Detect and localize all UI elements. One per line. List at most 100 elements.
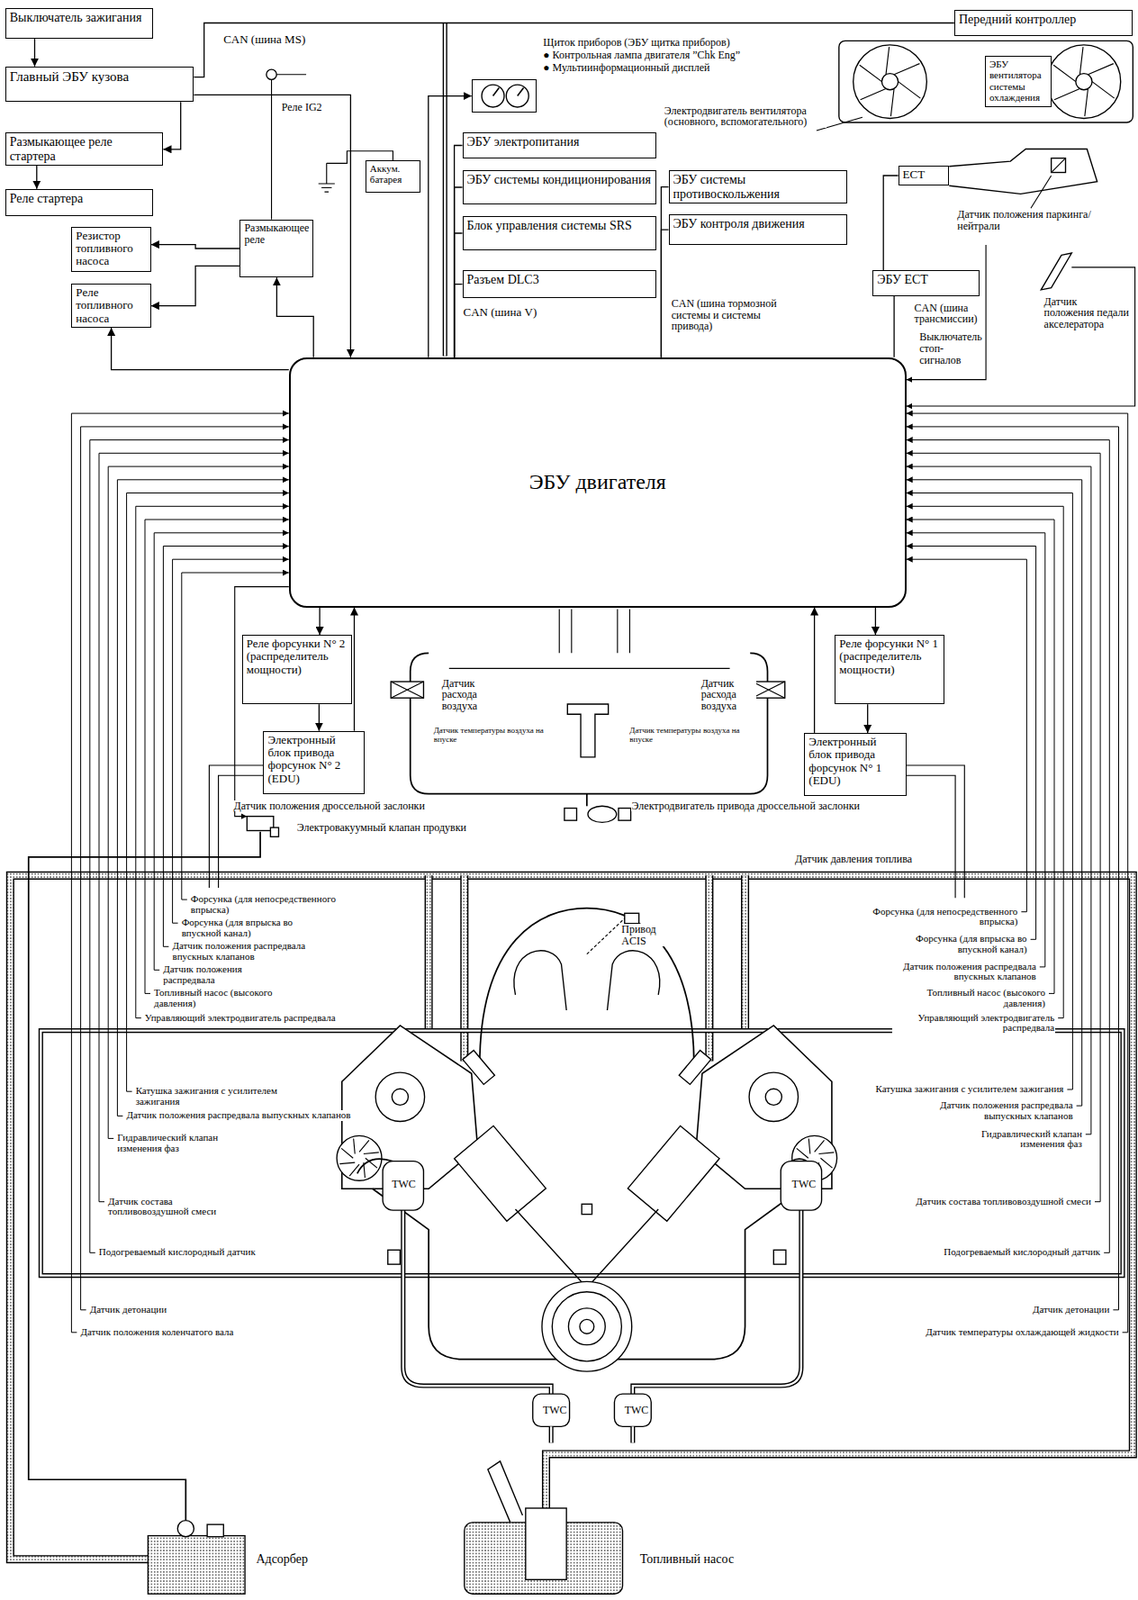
node-text: Размыкающее реле стартера xyxy=(9,135,160,163)
catalyst xyxy=(614,1393,651,1427)
throttle-motor xyxy=(618,808,632,822)
node-text: ЭБУ вентилятора системы охлаждения xyxy=(989,58,1048,102)
part-label: Датчик положения распредвала выпускных к… xyxy=(900,1100,1075,1121)
wire xyxy=(270,79,272,219)
drawing-line xyxy=(586,794,588,807)
label: TWC xyxy=(623,1404,651,1417)
part-label: Датчик положения распредвала xyxy=(162,964,275,985)
connector xyxy=(111,327,290,371)
instrument-cluster: Щиток приборов (ЭБУ щитка приборов)● Кон… xyxy=(471,79,538,112)
engine-block xyxy=(372,1188,802,1359)
piston xyxy=(627,1125,720,1221)
node-text: ЭБУ системы кондиционирования xyxy=(467,172,652,187)
gauge xyxy=(481,84,505,108)
gauge-needle xyxy=(493,87,500,96)
connector xyxy=(193,94,351,357)
part-label: Датчик положения распредвала выпускных к… xyxy=(125,1110,355,1121)
ground-symbol xyxy=(318,162,335,192)
label: Датчик температуры воздуха на впуске xyxy=(628,726,750,744)
throttle-sensor xyxy=(564,808,578,822)
relay-box: Реле топливного насоса xyxy=(71,283,151,328)
leader-line xyxy=(1030,175,1052,208)
drawing-line xyxy=(449,668,731,669)
connector-box: Разъем DLC3 xyxy=(462,270,657,299)
part-label: Датчик положения распредвала впускных кл… xyxy=(868,961,1038,983)
piston xyxy=(454,1125,547,1221)
signal-wire xyxy=(906,244,986,380)
node-text: Выключатель зажигания xyxy=(9,10,149,25)
connector xyxy=(660,229,669,358)
signal-wire xyxy=(559,609,630,654)
ecu-box: ЭБУ системы противоскольжения xyxy=(668,170,848,204)
connector xyxy=(867,704,868,733)
vvt-blade xyxy=(339,1138,380,1178)
fuel-pipe xyxy=(741,875,748,1033)
label: TWC xyxy=(541,1404,569,1417)
injector xyxy=(462,1049,495,1084)
part-label: Катушка зажигания с усилителем зажигания xyxy=(860,1083,1066,1095)
part-label: Топливный насос (высокого давления) xyxy=(153,987,276,1009)
label: CAN (шина трансмиссии) xyxy=(913,302,977,326)
drawing-line xyxy=(751,681,785,698)
part-label: Форсунка (для непосредственного впрыска) xyxy=(865,906,1019,928)
airflow-sensor xyxy=(751,681,785,698)
label: Реле IG2 xyxy=(280,101,324,114)
relay-box: Размыкающее реле стартера xyxy=(5,132,164,166)
neutral-switch xyxy=(1051,158,1066,173)
catalyst xyxy=(382,1161,424,1211)
vvt-gear xyxy=(336,1135,382,1181)
signal-wire xyxy=(906,546,1037,940)
canister-port xyxy=(177,1520,194,1537)
node-text: Реле форсунки N° 1 (распределитель мощно… xyxy=(839,637,940,677)
signal-wire xyxy=(906,466,1092,1135)
driver-box: Электронный блок привода форсунок N° 2 (… xyxy=(262,731,364,795)
node-text: Размыкающее реле xyxy=(243,222,309,246)
wire xyxy=(276,73,307,75)
label: Электровакуумный клапан продувки xyxy=(296,821,468,834)
part-label: Датчик состава топливовоздушной смеси xyxy=(107,1196,235,1218)
accelerator-pedal xyxy=(1040,252,1072,290)
intake-runner xyxy=(514,950,567,1011)
can-bus xyxy=(442,23,448,356)
connector xyxy=(454,233,463,358)
controller-box: Передний контроллер xyxy=(954,9,1133,36)
can-bus xyxy=(443,23,446,356)
ecu-box: ЭБУ контроля движения xyxy=(668,214,848,245)
catalyst xyxy=(780,1161,822,1211)
drawing-line xyxy=(1051,158,1066,173)
connector xyxy=(151,244,241,249)
exhaust-pipe xyxy=(403,1210,551,1394)
node-text: Блок управления системы SRS xyxy=(467,218,652,233)
connector xyxy=(454,145,463,358)
label: Датчик расхода воздуха xyxy=(700,677,757,713)
connector xyxy=(162,101,181,150)
connector xyxy=(193,23,955,78)
acis-actuator xyxy=(624,912,640,923)
fuel-pipe xyxy=(9,875,1133,1559)
connector xyxy=(893,296,895,358)
crank-pulley xyxy=(579,1318,595,1334)
relay-box: Реле форсунки N° 1 (распределитель мощно… xyxy=(834,634,944,705)
crank-pulley xyxy=(551,1291,622,1362)
relay-box: Реле стартера xyxy=(5,189,154,217)
label: CAN (шина MS) xyxy=(222,33,307,46)
signal-wire xyxy=(208,765,263,888)
node-text: Реле стартера xyxy=(9,191,149,206)
switch-box: Выключатель зажигания xyxy=(5,8,154,39)
label: Привод ACIS xyxy=(620,923,672,947)
label: Датчик положения дроссельной заслонки xyxy=(232,800,425,813)
label: CAN (шина тормозной системы и системы пр… xyxy=(670,298,799,333)
label: Адсорбер xyxy=(254,1553,309,1567)
connector xyxy=(660,187,669,358)
connector xyxy=(353,607,355,732)
drawing-line xyxy=(587,918,625,955)
node-text: ЭБУ системы противоскольжения xyxy=(673,172,843,201)
node-text: Передний контроллер xyxy=(958,12,1129,27)
label: Датчик положения паркинга/нейтрали xyxy=(956,208,1110,232)
exhaust-pipe xyxy=(632,1210,802,1394)
node-text: Щиток приборов (ЭБУ щитка приборов) xyxy=(542,36,777,50)
label: Датчик температуры воздуха на впуске xyxy=(433,726,554,744)
part-label: Подогреваемый кислородный датчик xyxy=(98,1246,257,1258)
node-text: ● Контрольная лампа двигателя ”Chk Eng” xyxy=(542,49,777,63)
part-label: Подогреваемый кислородный датчик xyxy=(942,1246,1102,1258)
